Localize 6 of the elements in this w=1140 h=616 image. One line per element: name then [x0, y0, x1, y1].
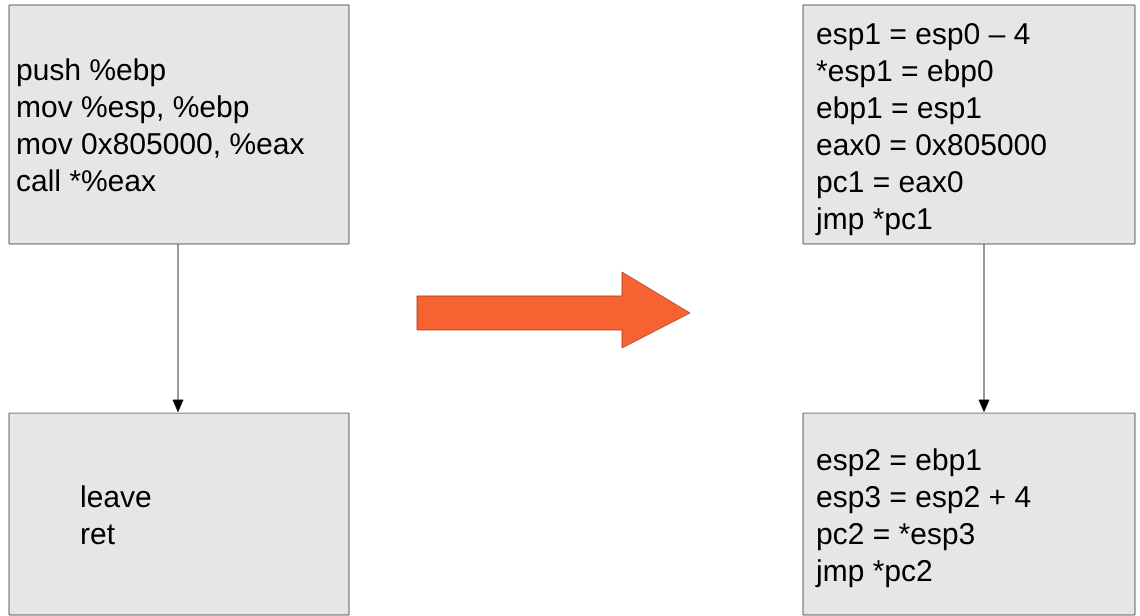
- code-box: esp2 = ebp1 esp3 = esp2 + 4 pc2 = *esp3 jmp *pc2: [802, 412, 1136, 616]
- arrow: [172, 244, 184, 412]
- code-box: leave ret: [8, 412, 350, 616]
- code-box: push %ebp mov %esp, %ebp mov 0x805000, %eax call *%eax: [8, 4, 350, 245]
- arrow: [978, 244, 990, 412]
- code-box: esp1 = esp0 – 4 *esp1 = ebp0 ebp1 = esp1 eax0 = 0x805000 pc1 = eax0 jmp *pc1: [802, 4, 1136, 245]
